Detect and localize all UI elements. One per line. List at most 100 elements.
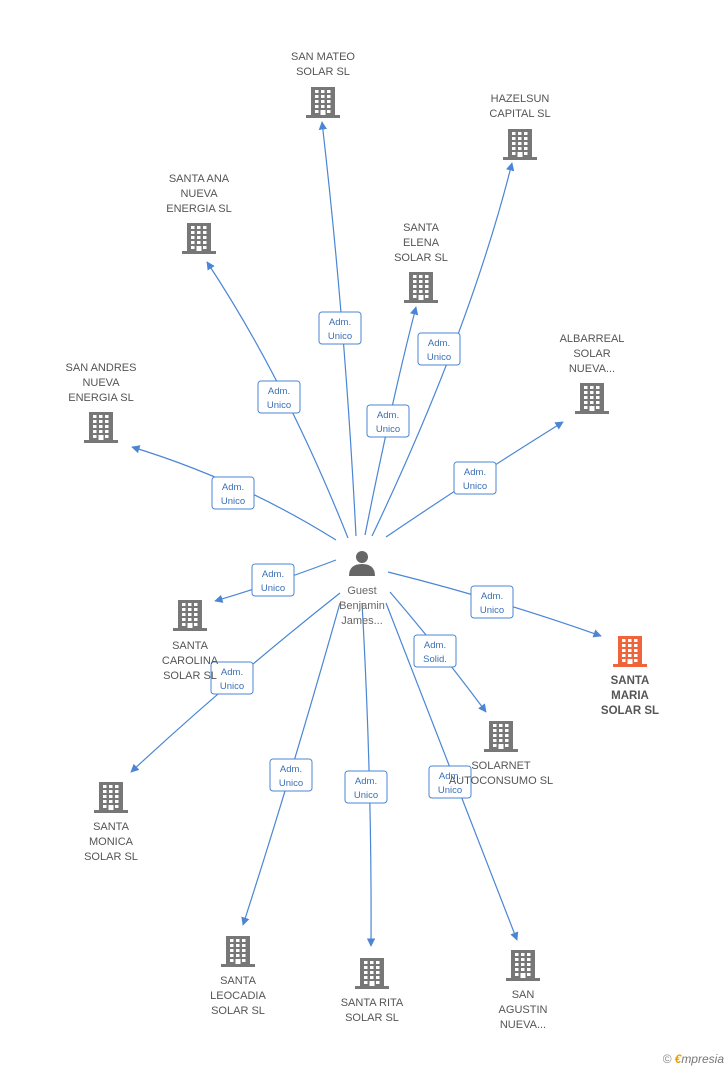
role-box	[269, 758, 313, 792]
building-window	[622, 654, 626, 657]
building-window	[499, 734, 503, 737]
building-window	[109, 790, 113, 793]
role-box	[318, 311, 362, 345]
building-door	[589, 406, 595, 411]
role-box	[428, 765, 472, 799]
building-icon[interactable]	[503, 129, 537, 160]
building-window	[521, 963, 525, 966]
building-window	[105, 430, 109, 433]
building-window	[321, 105, 325, 108]
building-window	[590, 396, 594, 399]
building-window	[327, 105, 331, 108]
company-label: ELENA	[403, 237, 440, 249]
role-text: Adm.	[464, 467, 486, 478]
role-text: Unico	[221, 496, 245, 507]
building-icon[interactable]	[613, 636, 647, 667]
role-box	[366, 404, 410, 438]
building-icon[interactable]	[94, 782, 128, 813]
building-window	[584, 391, 588, 394]
company-label: ENERGIA SL	[166, 203, 231, 215]
building-window	[518, 142, 522, 145]
building-window	[634, 639, 638, 642]
company-label: SANTA	[611, 675, 650, 687]
building-window	[230, 939, 234, 942]
building-window	[521, 968, 525, 971]
role-text: Adm.	[439, 771, 461, 782]
building-window	[584, 401, 588, 404]
building-window	[105, 415, 109, 418]
building-icon[interactable]	[306, 87, 340, 118]
role-label-hazelsun: Adm.Unico	[417, 332, 461, 366]
company-label: SAN	[512, 989, 535, 1001]
building-window	[327, 95, 331, 98]
building-window	[315, 95, 319, 98]
building-window	[499, 729, 503, 732]
role-text: Unico	[427, 352, 451, 363]
company-node-san-agustin[interactable]: SAN AGUSTIN NUEVA...	[499, 950, 548, 1031]
company-label: SAN MATEO	[291, 51, 355, 63]
building-window	[105, 420, 109, 423]
building-icon[interactable]	[404, 272, 438, 303]
building-window	[115, 785, 119, 788]
company-label: SANTA	[93, 821, 130, 833]
building-icon[interactable]	[173, 600, 207, 631]
building-window	[622, 649, 626, 652]
role-label-santa-leocadia: Adm.Unico	[269, 758, 313, 792]
building-window	[103, 800, 107, 803]
building-window	[197, 231, 201, 234]
building-window	[596, 406, 600, 409]
company-label: AGUSTIN	[499, 1004, 548, 1016]
building-window	[203, 246, 207, 249]
building-icon[interactable]	[182, 223, 216, 254]
building-base	[173, 628, 207, 631]
building-window	[524, 132, 528, 135]
building-window	[505, 744, 509, 747]
building-door	[369, 981, 375, 986]
building-window	[230, 949, 234, 952]
role-text: Adm.	[262, 569, 284, 580]
company-label: CAROLINA	[162, 655, 219, 667]
role-text: Unico	[220, 681, 244, 692]
person-node[interactable]: GuestBenjaminJames...	[339, 551, 385, 627]
company-label: SOLAR SL	[345, 1012, 399, 1024]
building-icon[interactable]	[355, 958, 389, 989]
building-door	[498, 744, 504, 749]
building-base	[182, 251, 216, 254]
building-window	[93, 425, 97, 428]
building-icon[interactable]	[221, 936, 255, 967]
building-icon[interactable]	[84, 412, 118, 443]
building-window	[521, 953, 525, 956]
building-window	[188, 603, 192, 606]
role-box	[413, 634, 457, 668]
company-label: AUTOCONSUMO SL	[449, 775, 553, 787]
building-window	[413, 295, 417, 298]
building-window	[242, 959, 246, 962]
building-base	[306, 115, 340, 118]
role-text: Adm.	[268, 386, 290, 397]
building-icon[interactable]	[575, 383, 609, 414]
role-box	[211, 476, 255, 510]
building-window	[596, 401, 600, 404]
building-icon[interactable]	[506, 950, 540, 981]
person-body	[349, 564, 375, 576]
building-icon[interactable]	[484, 721, 518, 752]
company-node-albarreal[interactable]: ALBARREALSOLARNUEVA...	[560, 333, 625, 414]
building-window	[505, 729, 509, 732]
company-label: NUEVA...	[500, 1019, 546, 1031]
building-door	[187, 623, 193, 628]
building-window	[584, 386, 588, 389]
building-base	[404, 300, 438, 303]
person-head	[356, 551, 368, 563]
company-label: SAN ANDRES	[66, 362, 137, 374]
